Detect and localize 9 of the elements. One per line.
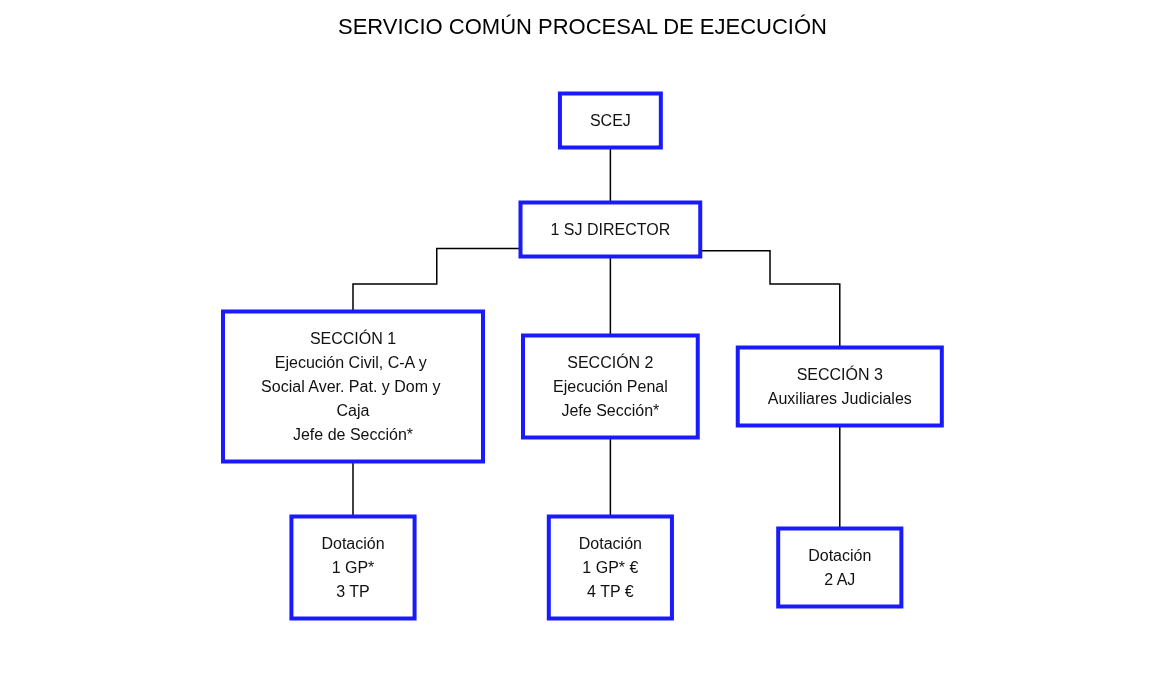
node-box: SECCIÓN 3 Auxiliares Judiciales [735, 345, 944, 428]
node-box: SECCIÓN 2 Ejecución Penal Jefe Sección* [521, 333, 700, 440]
node-box: Dotación 2 AJ [776, 526, 904, 609]
node-box: SECCIÓN 1 Ejecución Civil, C-A y Social Aver. Pat. y Dom y Caja Jefe de Sección* [221, 309, 486, 464]
diagram-title: SERVICIO COMÚN PROCESAL DE EJECUCIÓN [338, 14, 827, 40]
node-box: Dotación 1 GP* € 4 TP € [546, 514, 675, 621]
node-box: Dotación 1 GP* 3 TP [289, 514, 417, 621]
node-box: 1 SJ DIRECTOR [518, 200, 703, 259]
node-box: SCEJ [558, 91, 663, 150]
